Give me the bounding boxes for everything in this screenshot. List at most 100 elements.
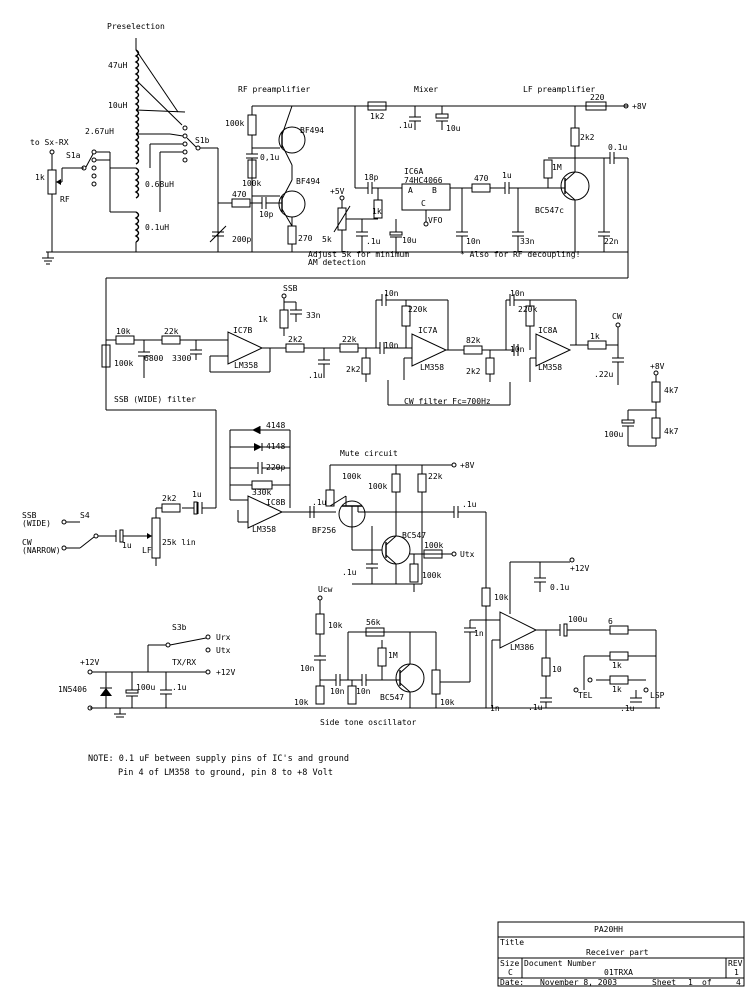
c1u-h-label: .1u bbox=[342, 568, 357, 577]
resistor-4k7-b bbox=[651, 417, 661, 439]
resistor-1k-b bbox=[609, 675, 629, 685]
resistor-1k-cw bbox=[587, 340, 607, 350]
mixer-title: Mixer bbox=[414, 85, 438, 94]
resistor-56k bbox=[365, 627, 385, 637]
cw-narrow-label-2: (NARROW) bbox=[22, 546, 61, 555]
rf-preamp-title: RF preamplifier bbox=[238, 85, 310, 94]
plus8v-a-label: +8V bbox=[632, 102, 647, 111]
ic8b-label: IC8B bbox=[266, 498, 285, 507]
lm386-label: LM386 bbox=[510, 643, 534, 652]
loudspeaker-jack[interactable] bbox=[643, 687, 649, 693]
transistor-bc547-mute bbox=[381, 535, 411, 565]
c10n-d-label: 10n bbox=[510, 345, 525, 354]
switch-s4-bandwidth[interactable] bbox=[61, 519, 99, 551]
ucw-terminal[interactable] bbox=[317, 595, 323, 601]
resistor-100k-c bbox=[101, 344, 111, 368]
d1n5406-label: 1N5406 bbox=[58, 685, 87, 694]
resistor-220 bbox=[585, 101, 607, 111]
title-block-sheet-label: Sheet bbox=[652, 978, 676, 987]
lf-preamp-title: LF preamplifier bbox=[523, 85, 595, 94]
resistor-100k-f bbox=[423, 549, 443, 559]
title-block-rev-label: REV bbox=[728, 959, 743, 968]
title-block-size-label: Size bbox=[500, 959, 519, 968]
c1u-5k-label: .1u bbox=[366, 237, 381, 246]
resistor-100k-bias-a bbox=[247, 114, 257, 136]
switch-s1b[interactable] bbox=[149, 125, 219, 252]
txrx-label: TX/RX bbox=[172, 658, 196, 667]
r6-label: 6 bbox=[608, 617, 613, 626]
diode-4148-a bbox=[252, 426, 260, 434]
title-block-title-label: Title bbox=[500, 938, 524, 947]
ic6a-pin-b: B bbox=[432, 186, 437, 195]
c01u-lf-label: 0.1u bbox=[608, 143, 627, 152]
rx-antenna-terminal[interactable] bbox=[49, 149, 55, 155]
title-block-of-label: of bbox=[702, 978, 712, 987]
r1m-a-label: 1M bbox=[552, 163, 562, 172]
resistor-1m-b bbox=[377, 647, 387, 667]
ssb-wide-label-2: (WIDE) bbox=[22, 519, 51, 528]
ssb-control-label: SSB bbox=[283, 284, 298, 293]
plus12v-c-label: +12V bbox=[216, 668, 235, 677]
c1u-e-label: 1u bbox=[122, 541, 132, 550]
amplifier-lm386 bbox=[499, 611, 538, 649]
r4k7-a-label: 4k7 bbox=[664, 386, 679, 395]
resistor-10k-b bbox=[481, 587, 491, 607]
switch-s3b-txrx[interactable] bbox=[165, 634, 211, 653]
ground-symbol bbox=[42, 252, 54, 265]
c1u-c-label: .1u bbox=[308, 371, 323, 380]
r1k2-label: 1k2 bbox=[370, 112, 385, 121]
ssb-wide-label-1: SSB bbox=[22, 511, 37, 520]
opamp-ic7a bbox=[411, 333, 448, 367]
c10n-b-label: 10n bbox=[384, 341, 399, 350]
c1n-a-label: 1n bbox=[474, 629, 484, 638]
c1u-d-label: 1u bbox=[192, 490, 202, 499]
l-10uh: 10uH bbox=[108, 101, 127, 110]
ic6a-pin-a: A bbox=[408, 186, 413, 195]
utx-terminal-a[interactable] bbox=[451, 551, 457, 557]
r100k-c-label: 100k bbox=[114, 359, 133, 368]
c01u-a-label: 0,1u bbox=[260, 153, 279, 162]
c01u-b-label: 0.1u bbox=[550, 583, 569, 592]
d4148-b-label: 4148 bbox=[266, 442, 285, 451]
cw-control-label: CW bbox=[612, 312, 622, 321]
diode-4148-b bbox=[254, 443, 262, 451]
ssb-filter-title: SSB (WIDE) filter bbox=[114, 395, 196, 404]
tel-jack[interactable] bbox=[573, 687, 579, 693]
r82k-label: 82k bbox=[466, 336, 481, 345]
resistor-2k2-e bbox=[161, 503, 181, 513]
c1u-g-label: .1u bbox=[462, 500, 477, 509]
r470-a-label: 470 bbox=[232, 190, 247, 199]
pot-10k-sidetone[interactable] bbox=[431, 669, 441, 695]
electrolytic-100u-a bbox=[621, 419, 635, 424]
r100k-e-label: 100k bbox=[368, 482, 387, 491]
title-block-date: November 8, 2003 bbox=[540, 978, 617, 987]
c10p-label: 10p bbox=[259, 210, 274, 219]
r2k2-b-label: 2k2 bbox=[288, 335, 303, 344]
rf-decoupling-note: * Also for RF decoupling! bbox=[460, 250, 580, 259]
volume-pot-25k[interactable] bbox=[146, 517, 161, 566]
r1k-ssb-label: 1k bbox=[258, 315, 268, 324]
switch-s1a[interactable] bbox=[81, 149, 111, 212]
bf494-a-label: BF494 bbox=[300, 126, 324, 135]
c3300-label: 3300 bbox=[172, 354, 191, 363]
resistor-22k-c bbox=[417, 473, 427, 493]
trimmer-capacitor-200p[interactable] bbox=[209, 225, 227, 243]
resistor-10k-e bbox=[347, 685, 357, 705]
urx-label: Urx bbox=[216, 633, 231, 642]
c100u-c-label: 100u bbox=[136, 683, 155, 692]
plus8v-terminal-a[interactable] bbox=[623, 103, 629, 109]
r1k-mix-label: 1k bbox=[372, 207, 382, 216]
lm358-d-label: LM358 bbox=[252, 525, 276, 534]
c6800-label: 6800 bbox=[144, 354, 163, 363]
plus5v-label: +5V bbox=[330, 187, 345, 196]
r1k-a-label: 1k bbox=[612, 661, 622, 670]
bf494-b-label: BF494 bbox=[296, 177, 320, 186]
c1u-k-label: .1u bbox=[172, 683, 187, 692]
s1a-label: S1a bbox=[66, 151, 81, 160]
preselection-title: Preselection bbox=[107, 22, 165, 31]
title-block-docnum: 01TRXA bbox=[604, 968, 633, 977]
rf-gain-pot[interactable] bbox=[47, 154, 84, 252]
c33n-b-label: 33n bbox=[306, 311, 321, 320]
vfo-terminal[interactable] bbox=[423, 221, 429, 227]
